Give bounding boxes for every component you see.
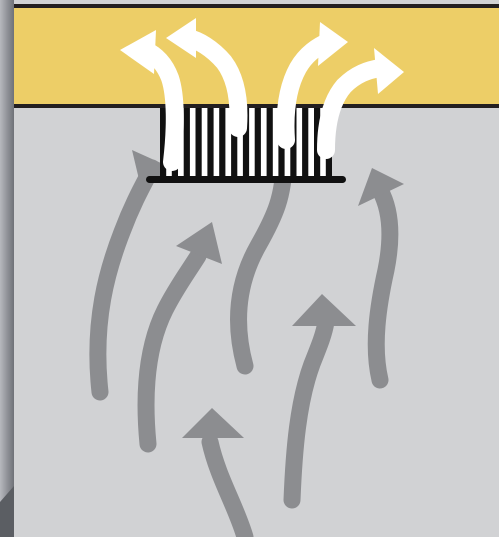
vent-slat (302, 108, 309, 178)
rising-air-arrow-icon-shaft (230, 151, 293, 375)
rising-air-arrow-icon-head (358, 168, 404, 206)
vent-slat (231, 108, 238, 178)
left-frame (0, 0, 14, 537)
vent-slat (254, 108, 261, 178)
rising-air-arrow-icon-shaft (137, 247, 207, 453)
vent-base-rail (146, 176, 346, 183)
rising-air-arrow-icon-shaft (283, 313, 335, 509)
ceiling-top-edge (14, 4, 499, 8)
exhaust-air-arrows (120, 18, 404, 171)
rising-air-arrow-icon (182, 408, 254, 537)
rising-air-arrow-icon-head (132, 150, 172, 192)
left-frame-corner (0, 486, 14, 537)
exhaust-air-arrow-icon-shaft (179, 29, 248, 137)
rising-air-arrow-icon-head (176, 222, 222, 264)
vent-slat (207, 108, 214, 178)
exhaust-air-arrow-icon (166, 18, 248, 137)
vent-slat (266, 108, 273, 178)
rising-air-arrow-icon-shaft (367, 181, 399, 389)
exhaust-air-arrow-icon-head (374, 48, 404, 94)
exhaust-air-arrow-icon-head (120, 30, 156, 74)
rising-air-arrow-icon (283, 294, 356, 509)
exhaust-air-arrow-icon-shaft (276, 33, 337, 149)
vent-slat (160, 108, 167, 178)
rising-air-arrow-icon (89, 150, 172, 401)
exhaust-air-arrow-icon-head (166, 18, 196, 58)
rising-air-arrow-icon-head (182, 408, 244, 438)
vent-slat (314, 108, 321, 178)
vent-slat (195, 108, 202, 178)
rising-air-arrow-icon-head (292, 294, 356, 326)
vent-slat (242, 108, 250, 178)
exhaust-air-arrow-icon (317, 48, 404, 159)
exhaust-air-arrow-icon (120, 30, 184, 171)
vent-slat (219, 108, 226, 178)
exhaust-air-arrow-icon-head (318, 22, 348, 66)
rising-air-arrow-icon-shaft (201, 433, 254, 537)
rising-air-arrow-icon (137, 222, 222, 453)
exhaust-air-arrow-icon (276, 22, 348, 149)
vent-slat (183, 108, 190, 178)
exhaust-air-arrow-icon-shaft (317, 59, 389, 159)
rising-air-arrow-icon (358, 168, 404, 389)
ceiling-bottom-edge (14, 104, 499, 108)
ceiling-band (14, 8, 499, 106)
